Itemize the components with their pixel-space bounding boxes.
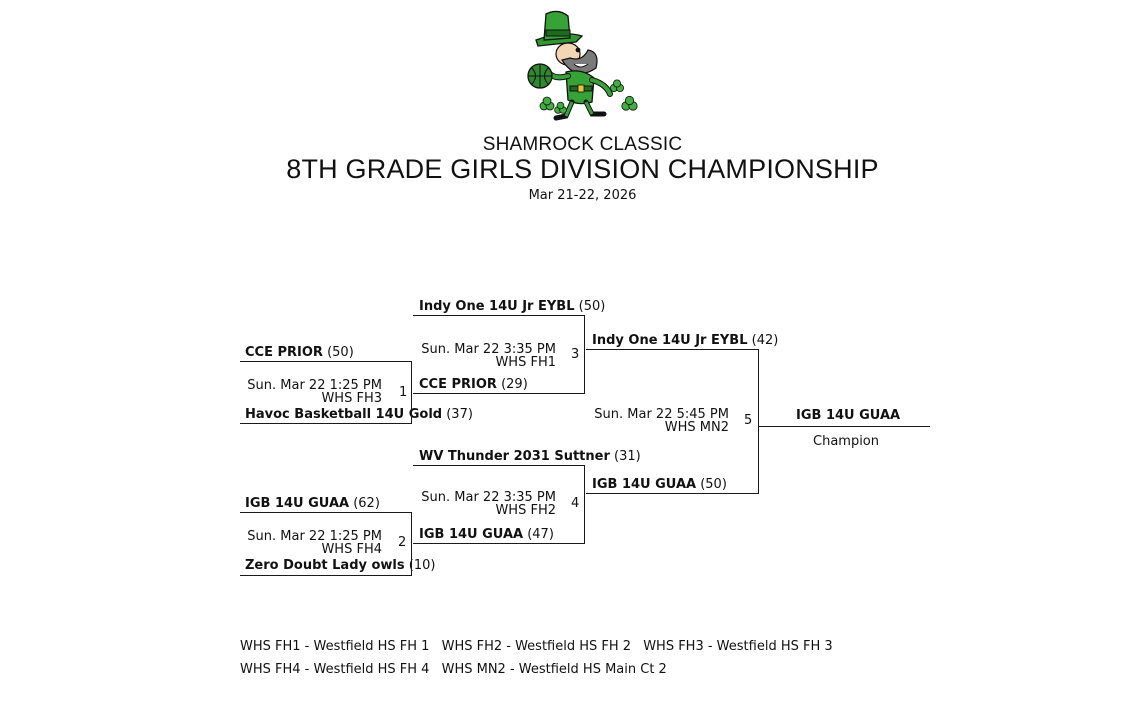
event-dates: Mar 21-22, 2026 <box>528 188 637 203</box>
legend-item: WHS FH1 - Westfield HS FH 1 <box>240 639 430 654</box>
legend-item: WHS FH3 - Westfield HS FH 3 <box>643 639 833 654</box>
team-name: CCE PRIOR <box>245 345 323 360</box>
g2-info: Sun. Mar 22 1:25 PM WHS FH4 <box>247 530 382 556</box>
game-date: Sun. Mar 22 5:45 PM <box>594 407 729 422</box>
bracket-line <box>240 361 412 363</box>
team-score: (47) <box>527 527 554 542</box>
game-venue: WHS FH2 <box>495 503 556 518</box>
team-score: (62) <box>353 496 380 511</box>
bracket-line <box>413 465 585 467</box>
g1-number: 1 <box>399 385 408 400</box>
team-score: (29) <box>501 377 528 392</box>
game-date: Sun. Mar 22 1:25 PM <box>247 378 382 393</box>
team-score: (37) <box>446 407 473 422</box>
team-score: (31) <box>614 449 641 464</box>
bracket-line <box>413 393 585 395</box>
bracket-line <box>240 423 412 425</box>
bracket-line <box>586 493 759 495</box>
g3-info: Sun. Mar 22 3:35 PM WHS FH1 <box>421 343 556 369</box>
bracket-connector <box>411 361 413 424</box>
team-score: (50) <box>700 477 727 492</box>
g2-top-entry: IGB 14U GUAA (62) <box>245 496 380 512</box>
g5-top-entry: Indy One 14U Jr EYBL (42) <box>592 333 778 349</box>
bracket-line <box>586 349 759 351</box>
team-score: (50) <box>327 345 354 360</box>
g1-top-entry: CCE PRIOR (50) <box>245 345 354 361</box>
leprechaun-mascot-logo <box>527 10 638 121</box>
team-name: IGB 14U GUAA <box>245 496 350 511</box>
team-name: IGB 14U GUAA <box>592 477 697 492</box>
team-score: (42) <box>751 333 779 348</box>
venue-legend-row-2: WHS FH4 - Westfield HS FH 4 WHS MN2 - We… <box>240 662 675 678</box>
game-venue: WHS MN2 <box>664 420 729 435</box>
bracket-line <box>413 543 585 545</box>
legend-item: WHS FH4 - Westfield HS FH 4 <box>240 662 430 677</box>
division-title: 8TH GRADE GIRLS DIVISION CHAMPIONSHIP <box>286 154 879 184</box>
g5-bottom-entry: IGB 14U GUAA (50) <box>592 477 727 493</box>
team-name: IGB 14U GUAA <box>419 527 524 542</box>
g5-number: 5 <box>744 413 753 428</box>
team-name: Indy One 14U Jr EYBL <box>419 299 575 314</box>
game-venue: WHS FH1 <box>495 355 556 370</box>
team-score: (10) <box>408 558 436 573</box>
event-title: SHAMROCK CLASSIC <box>482 134 683 155</box>
game-date: Sun. Mar 22 3:35 PM <box>421 342 556 357</box>
bracket-connector <box>758 349 760 494</box>
team-name: CCE PRIOR <box>419 377 497 392</box>
game-date: Sun. Mar 22 3:35 PM <box>421 490 556 505</box>
legend-item: WHS MN2 - Westfield HS Main Ct 2 <box>441 662 667 677</box>
champion-team: IGB 14U GUAA <box>796 408 901 423</box>
champion-entry: IGB 14U GUAA <box>796 408 900 424</box>
g2-bottom-entry: Zero Doubt Lady owls (10) <box>245 558 435 574</box>
team-score: (50) <box>578 299 606 314</box>
g4-top-entry: WV Thunder 2031 Suttner (31) <box>419 449 641 465</box>
team-name: WV Thunder 2031 Suttner <box>419 449 610 464</box>
g3-bottom-entry: CCE PRIOR (29) <box>419 377 528 393</box>
champion-label: Champion <box>813 434 880 449</box>
bracket-connector <box>584 315 586 394</box>
g4-bottom-entry: IGB 14U GUAA (47) <box>419 527 554 543</box>
g1-bottom-entry: Havoc Basketball 14U Gold (37) <box>245 407 473 423</box>
venue-legend-row-1: WHS FH1 - Westfield HS FH 1 WHS FH2 - We… <box>240 639 841 655</box>
game-date: Sun. Mar 22 1:25 PM <box>247 529 382 544</box>
bracket-connector <box>411 512 413 576</box>
bracket-line <box>413 315 585 317</box>
game-venue: WHS FH3 <box>321 391 382 406</box>
g3-number: 3 <box>571 347 580 362</box>
g2-number: 2 <box>398 535 407 550</box>
g3-top-entry: Indy One 14U Jr EYBL (50) <box>419 299 605 315</box>
team-name: Indy One 14U Jr EYBL <box>592 333 748 348</box>
team-name: Zero Doubt Lady owls <box>245 558 405 573</box>
bracket-connector <box>584 465 586 544</box>
g4-number: 4 <box>571 496 580 511</box>
g1-info: Sun. Mar 22 1:25 PM WHS FH3 <box>247 379 382 405</box>
bracket-line <box>240 512 412 514</box>
legend-item: WHS FH2 - Westfield HS FH 2 <box>441 639 632 654</box>
game-venue: WHS FH4 <box>321 542 382 557</box>
team-name: Havoc Basketball 14U Gold <box>245 407 443 422</box>
g4-info: Sun. Mar 22 3:35 PM WHS FH2 <box>421 491 556 517</box>
bracket-line <box>240 575 412 577</box>
champion-line <box>759 426 930 428</box>
g5-info: Sun. Mar 22 5:45 PM WHS MN2 <box>594 408 729 434</box>
